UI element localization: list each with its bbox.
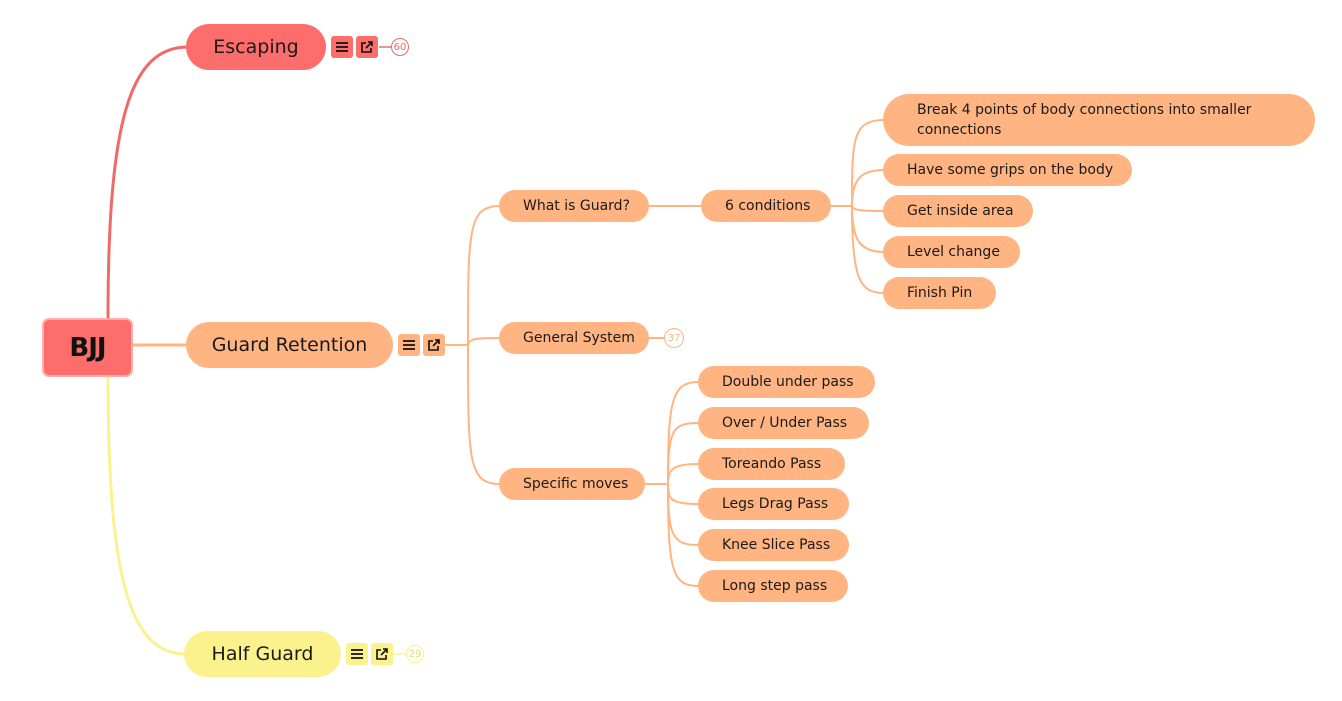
subtopic-six-conditions[interactable]: 6 conditions xyxy=(701,190,831,222)
collapsed-count-badge[interactable]: 60 xyxy=(391,38,409,56)
link-root-escaping xyxy=(106,45,189,319)
condition-item[interactable]: Level change xyxy=(883,236,1020,268)
move-label: Toreando Pass xyxy=(722,456,822,472)
topic-escaping[interactable]: Escaping xyxy=(186,24,326,70)
condition-item[interactable]: Get inside area xyxy=(883,195,1033,227)
move-label: Long step pass xyxy=(722,578,828,594)
topic-half-guard-label: Half Guard xyxy=(211,643,314,665)
collapsed-count-badge[interactable]: 29 xyxy=(406,645,424,663)
subtopic-label: General System xyxy=(523,330,635,346)
move-item[interactable]: Over / Under Pass xyxy=(698,407,869,439)
condition-label: Get inside area xyxy=(907,203,1014,219)
subtopic-what-is-guard[interactable]: What is Guard? xyxy=(499,190,649,222)
topic-guard-retention-label: Guard Retention xyxy=(211,334,368,356)
root-node-bjj[interactable]: BJJ xyxy=(42,318,133,377)
subtopic-specific-moves[interactable]: Specific moves xyxy=(499,468,645,500)
external-link-icon[interactable] xyxy=(423,334,445,356)
external-link-icon[interactable] xyxy=(371,643,393,665)
move-item[interactable]: Knee Slice Pass xyxy=(698,529,849,561)
notes-icon[interactable] xyxy=(346,643,368,665)
condition-item[interactable]: Have some grips on the body xyxy=(883,154,1132,186)
subtopic-label: 6 conditions xyxy=(725,198,811,214)
topic-escaping-label: Escaping xyxy=(213,36,299,58)
condition-label: Have some grips on the body xyxy=(907,162,1114,178)
condition-item[interactable]: Break 4 points of body connections into … xyxy=(883,94,1315,146)
collapsed-count-badge[interactable]: 37 xyxy=(664,328,684,348)
move-item[interactable]: Legs Drag Pass xyxy=(698,488,849,520)
topic-half-guard[interactable]: Half Guard xyxy=(184,631,341,677)
move-label: Over / Under Pass xyxy=(722,415,848,431)
notes-icon[interactable] xyxy=(331,36,353,58)
move-label: Legs Drag Pass xyxy=(722,496,829,512)
move-item[interactable]: Long step pass xyxy=(698,570,848,602)
topic-guard-retention[interactable]: Guard Retention xyxy=(186,322,393,368)
link-root-half-guard xyxy=(106,376,187,656)
condition-label: Break 4 points of body connections into … xyxy=(917,102,1252,138)
subtopic-general-system[interactable]: General System xyxy=(499,322,649,354)
condition-label: Finish Pin xyxy=(907,285,973,301)
notes-icon[interactable] xyxy=(398,334,420,356)
root-label: BJJ xyxy=(69,332,106,363)
move-item[interactable]: Toreando Pass xyxy=(698,448,845,480)
subtopic-label: Specific moves xyxy=(523,476,629,492)
external-link-icon[interactable] xyxy=(356,36,378,58)
condition-label: Level change xyxy=(907,244,1000,260)
move-label: Knee Slice Pass xyxy=(722,537,831,553)
move-item[interactable]: Double under pass xyxy=(698,366,875,398)
condition-item[interactable]: Finish Pin xyxy=(883,277,996,309)
subtopic-label: What is Guard? xyxy=(523,198,630,214)
move-label: Double under pass xyxy=(722,374,854,390)
